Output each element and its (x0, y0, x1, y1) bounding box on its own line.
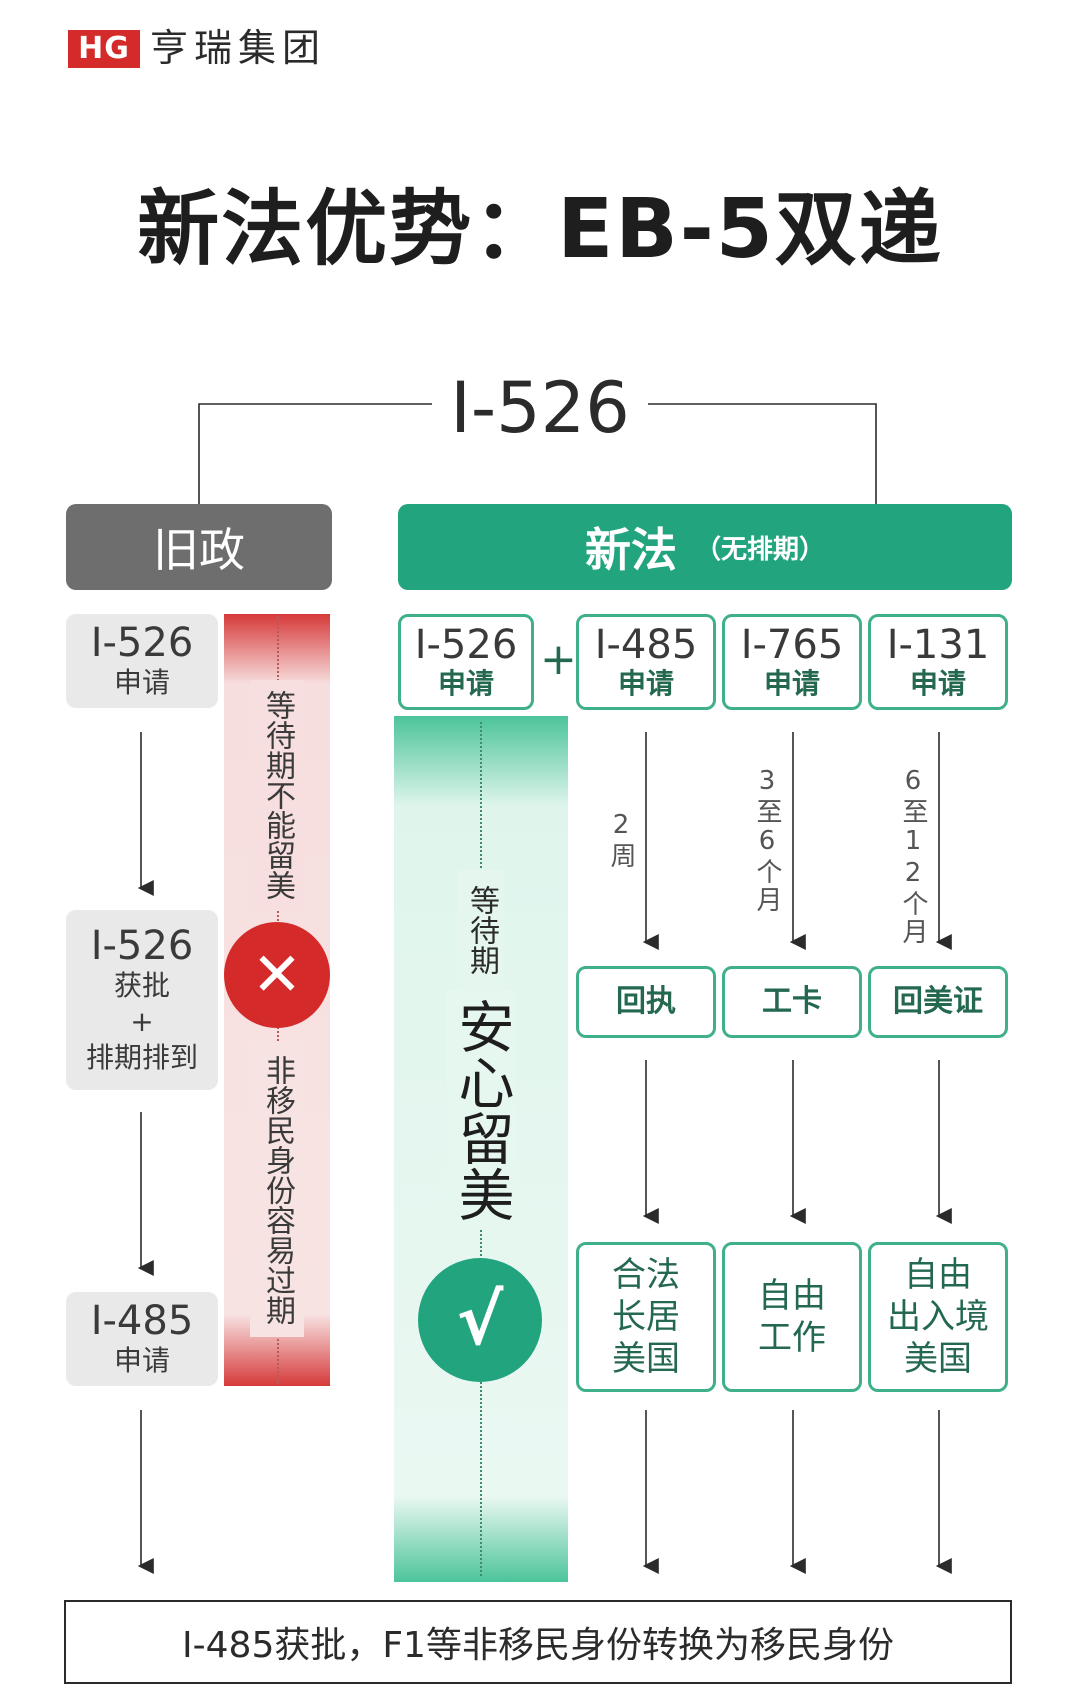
i485-result-box: 回执 (576, 966, 716, 1038)
i131-final-line-3: 美国 (904, 1339, 972, 1379)
i131-final-box: 自由 出入境 美国 (868, 1242, 1008, 1392)
i131-box: I-131 申请 (868, 614, 1008, 710)
old-band-top-text: 等待期不能留美 (250, 680, 304, 910)
i485-final-line-2: 长居 (612, 1297, 680, 1337)
old-step-1-code: I-526 (90, 620, 194, 666)
old-step-1: I-526 申请 (66, 614, 218, 708)
i485-final-line-3: 美国 (612, 1339, 680, 1379)
new-law-header-sub: （无排期） (694, 534, 825, 565)
old-step-3-line: 申请 (113, 1344, 170, 1377)
brand-logo: HG (68, 30, 140, 68)
new-i526-code: I-526 (414, 622, 518, 668)
i485-box: I-485 申请 (576, 614, 716, 710)
old-step-3-code: I-485 (90, 1298, 194, 1344)
i131-final-line-1: 自由 (904, 1255, 972, 1295)
i131-final-line-2: 出入境 (887, 1297, 989, 1337)
final-outcome-text: I-485获批，F1等非移民身份转换为移民身份 (182, 1625, 894, 1666)
old-policy-header: 旧政 (66, 504, 332, 590)
i765-final-line-1: 自由 (758, 1276, 826, 1316)
old-step-3: I-485 申请 (66, 1292, 218, 1386)
i131-result-box: 回美证 (868, 966, 1008, 1038)
old-band-bottom-text: 非移民身份容易过期 (250, 1042, 304, 1337)
i765-final-line-2: 工作 (758, 1318, 826, 1358)
plus-sign: + (540, 634, 577, 685)
new-i526-box: I-526 申请 (398, 614, 534, 710)
new-band-big-text: 安心留美 (446, 990, 516, 1230)
i765-code: I-765 (740, 622, 844, 668)
i765-result-box: 工卡 (722, 966, 862, 1038)
old-step-1-line: 申请 (113, 666, 170, 699)
i765-sub: 申请 (763, 667, 820, 700)
i485-final-box: 合法 长居 美国 (576, 1242, 716, 1392)
i485-duration: 2周 (606, 810, 636, 870)
i765-final-box: 自由 工作 (722, 1242, 862, 1392)
i765-box: I-765 申请 (722, 614, 862, 710)
new-band-small-text: 等待期 (458, 870, 504, 990)
i131-duration: 6至12个月 (898, 766, 928, 946)
check-icon: √ (418, 1258, 542, 1382)
old-step-2-line-1: 获批 (113, 969, 170, 1002)
brand-name: 亨瑞集团 (150, 26, 327, 70)
i765-duration: 3至6个月 (752, 766, 782, 914)
old-step-2-line-2: + (130, 1005, 154, 1038)
i485-result: 回执 (616, 984, 676, 1019)
old-policy-header-text: 旧政 (153, 523, 245, 577)
cross-icon: ✕ (224, 922, 330, 1028)
final-outcome-box: I-485获批，F1等非移民身份转换为移民身份 (64, 1600, 1012, 1684)
page-title: 新法优势：EB-5双递 (137, 182, 943, 277)
i526-top-label: I-526 (450, 367, 630, 449)
i131-sub: 申请 (909, 667, 966, 700)
i485-sub: 申请 (617, 667, 674, 700)
old-step-2: I-526 获批 + 排期排到 (66, 910, 218, 1090)
old-step-2-line-3: 排期排到 (85, 1041, 198, 1074)
i131-result: 回美证 (893, 984, 983, 1019)
new-law-header: 新法 （无排期） (398, 504, 1012, 590)
old-step-2-code: I-526 (90, 923, 194, 969)
new-law-header-text: 新法 (584, 523, 677, 577)
i485-code: I-485 (594, 622, 698, 668)
i131-code: I-131 (886, 622, 990, 668)
i765-result: 工卡 (762, 984, 822, 1019)
i485-final-line-1: 合法 (612, 1255, 680, 1295)
new-i526-sub: 申请 (437, 667, 494, 700)
